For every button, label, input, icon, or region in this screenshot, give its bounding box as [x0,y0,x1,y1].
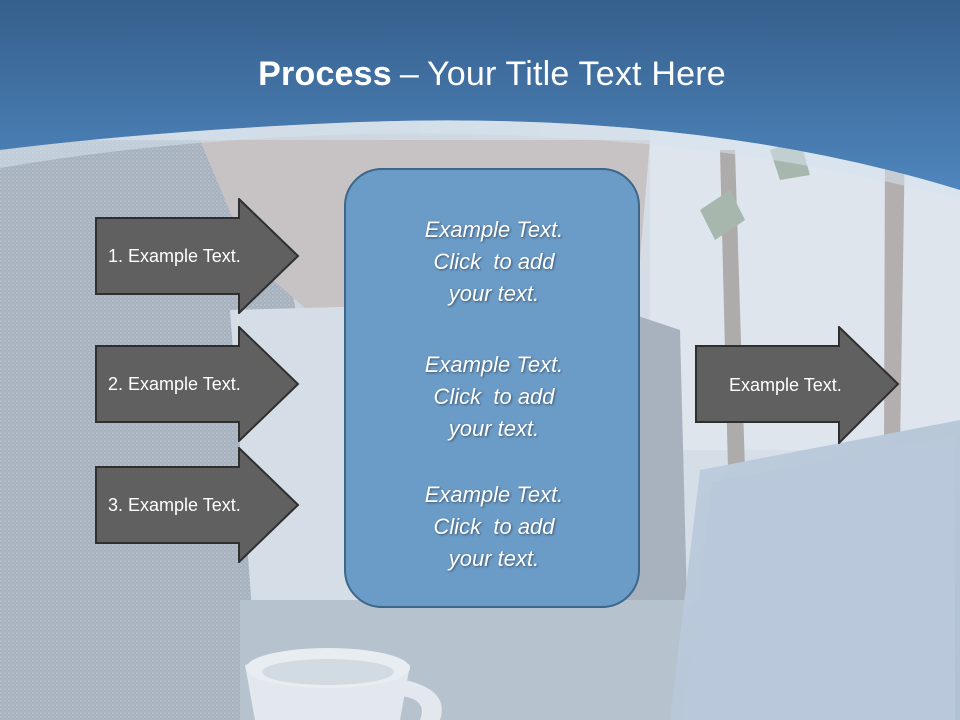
block-line: your text. [448,546,540,571]
right-arrow[interactable]: Example Text. [695,326,900,444]
arrow-shape [95,447,300,563]
arrow-shape [695,326,900,444]
arrow-shape [95,326,300,442]
left-arrow-1[interactable]: 1. Example Text. [95,198,300,314]
title-dash: – [399,55,419,93]
block-line: Example Text. [424,217,564,242]
title-rest: Your Title Text Here [427,55,726,93]
block-line: Click to add [433,249,555,274]
slide-title: Process–Your Title Text Here [0,52,960,96]
block-line: Click to add [433,384,555,409]
left-arrow-3-label: 3. Example Text. [108,494,241,515]
block-line: Example Text. [424,352,564,377]
left-arrow-2-label: 2. Example Text. [108,373,241,394]
left-arrow-1-label: 1. Example Text. [108,245,241,266]
center-text-block-1: Example Text. Click to add your text. [346,214,642,310]
block-line: Example Text. [424,482,564,507]
right-arrow-label: Example Text. [729,374,842,395]
block-line: your text. [448,416,540,441]
block-line: your text. [448,281,540,306]
center-text-block-3: Example Text. Click to add your text. [346,479,642,575]
center-text-block-2: Example Text. Click to add your text. [346,349,642,445]
center-process-box[interactable]: Example Text. Click to add your text. Ex… [344,168,640,608]
left-arrow-3[interactable]: 3. Example Text. [95,447,300,563]
left-arrow-2[interactable]: 2. Example Text. [95,326,300,442]
title-bold: Process [258,55,392,93]
block-line: Click to add [433,514,555,539]
arrow-shape [95,198,300,314]
